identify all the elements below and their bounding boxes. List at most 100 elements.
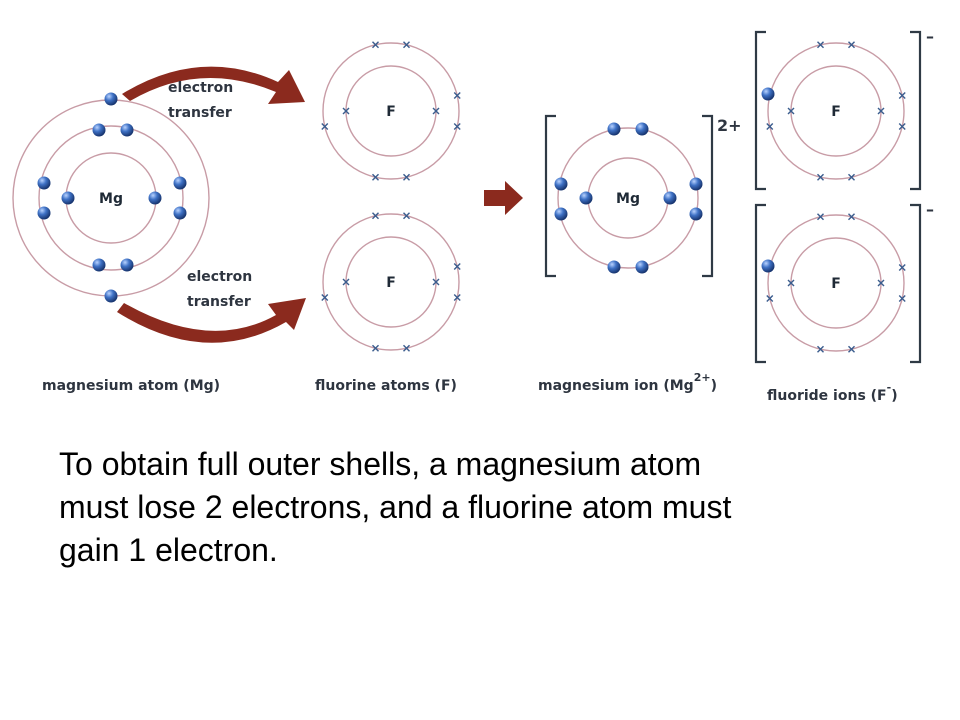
- f-ion-electrons: [766, 41, 906, 181]
- electron-cross: [848, 173, 855, 181]
- mg-ion-bracket-left: [544, 114, 556, 278]
- electron: [92, 258, 106, 272]
- f-ion-electrons: [766, 213, 906, 353]
- electron: [92, 123, 106, 137]
- electron-cross: [321, 294, 329, 301]
- caption-magnesium-atom: magnesium atom (Mg): [42, 378, 220, 394]
- electron: [635, 122, 649, 136]
- caption-fluorine-atoms: fluorine atoms (F): [315, 378, 457, 394]
- f-shell-outer: [322, 42, 460, 180]
- electron-cross: [766, 295, 774, 302]
- electron-cross: [877, 107, 885, 115]
- body-text-line: To obtain full outer shells, a magnesium…: [59, 446, 702, 482]
- electron: [173, 206, 187, 220]
- electron-cross: [787, 279, 795, 287]
- electron-cross: [453, 263, 461, 270]
- f-ion-bracket-right: [910, 203, 922, 364]
- f-atom-label: F: [386, 104, 396, 120]
- electron-cross: [848, 213, 855, 221]
- electron-cross: [403, 344, 410, 352]
- transferred-electron: [761, 87, 775, 101]
- electron-cross: [898, 295, 906, 302]
- electron-cross: [432, 278, 440, 286]
- body-text-line: must lose 2 electrons, and a fluorine at…: [59, 489, 732, 525]
- magnesium-ion: Mg 2+: [544, 114, 742, 278]
- electron-cross: [372, 212, 379, 220]
- electron: [120, 258, 134, 272]
- electron: [554, 207, 568, 221]
- mg-ion-charge: 2+: [717, 116, 742, 135]
- transfer-arrow-bottom: [117, 298, 306, 343]
- f-atom-label: F: [386, 275, 396, 291]
- caption-magnesium-ion-text: magnesium ion (Mg: [538, 378, 694, 394]
- f-electrons: [321, 212, 461, 352]
- transfer-label-bottom-line2: transfer: [187, 294, 251, 310]
- caption-magnesium-ion-superscript: 2+: [694, 371, 711, 384]
- electron-cross: [453, 92, 461, 99]
- electron-cross: [848, 41, 855, 49]
- electron-cross: [372, 344, 379, 352]
- transfer-label-bottom-line1: electron: [187, 269, 252, 285]
- ionic-bonding-diagram: Mg electron transfer electron transfer F: [12, 27, 934, 404]
- fluorine-atom-bottom: F: [321, 212, 461, 352]
- electron: [689, 207, 703, 221]
- electron: [104, 92, 118, 106]
- mg-ion-electrons: [554, 122, 703, 274]
- mg-ion-label: Mg: [616, 191, 640, 207]
- mg-electrons: [37, 92, 187, 303]
- electron: [37, 206, 51, 220]
- electron: [61, 191, 75, 205]
- f-ion-bracket-left: [754, 203, 766, 364]
- electron: [689, 177, 703, 191]
- electron-cross: [766, 123, 774, 130]
- electron-cross: [403, 41, 410, 49]
- f-ion-bracket-right: [910, 30, 922, 191]
- electron-cross: [321, 123, 329, 130]
- f-ion-label: F: [831, 104, 841, 120]
- f-ion-bracket-left: [754, 30, 766, 191]
- electron-cross: [403, 173, 410, 181]
- electron: [663, 191, 677, 205]
- electron-cross: [817, 41, 824, 49]
- slide-body-text: To obtain full outer shells, a magnesium…: [59, 443, 919, 572]
- electron: [554, 177, 568, 191]
- caption-fluoride-ions-superscript: -: [887, 381, 892, 394]
- electron-cross: [372, 41, 379, 49]
- mg-ion-shell-outer: [557, 127, 699, 269]
- electron: [37, 176, 51, 190]
- electron-cross: [787, 107, 795, 115]
- electron: [607, 260, 621, 274]
- electron: [148, 191, 162, 205]
- fluoride-ion-top: F –: [754, 27, 934, 191]
- fluorine-atom-top: F: [321, 41, 461, 181]
- electron: [607, 122, 621, 136]
- electron-cross: [453, 123, 461, 130]
- transfer-arrow-top: [122, 66, 305, 104]
- f-ion-charge: –: [926, 200, 934, 219]
- f-electrons: [321, 41, 461, 181]
- reaction-arrow: [484, 181, 523, 215]
- electron-cross: [898, 264, 906, 271]
- magnesium-atom: Mg: [12, 92, 210, 303]
- body-text-line: gain 1 electron.: [59, 532, 278, 568]
- electron-cross: [848, 345, 855, 353]
- electron-cross: [403, 212, 410, 220]
- caption-fluoride-ions-close: ): [891, 388, 897, 404]
- transfer-label-top-line1: electron: [168, 80, 233, 96]
- f-ion-charge: –: [926, 27, 934, 46]
- electron: [104, 289, 118, 303]
- electron-cross: [342, 107, 350, 115]
- f-ion-shell-outer: [767, 214, 905, 352]
- electron-cross: [898, 92, 906, 99]
- transfer-label-top-line2: transfer: [168, 105, 232, 121]
- f-shell-outer: [322, 213, 460, 351]
- electron-cross: [817, 345, 824, 353]
- caption-fluoride-ions-text: fluoride ions (F: [767, 388, 887, 404]
- electron-cross: [817, 213, 824, 221]
- transferred-electron: [761, 259, 775, 273]
- electron-cross: [898, 123, 906, 130]
- electron: [173, 176, 187, 190]
- electron-cross: [877, 279, 885, 287]
- electron: [579, 191, 593, 205]
- f-ion-label: F: [831, 276, 841, 292]
